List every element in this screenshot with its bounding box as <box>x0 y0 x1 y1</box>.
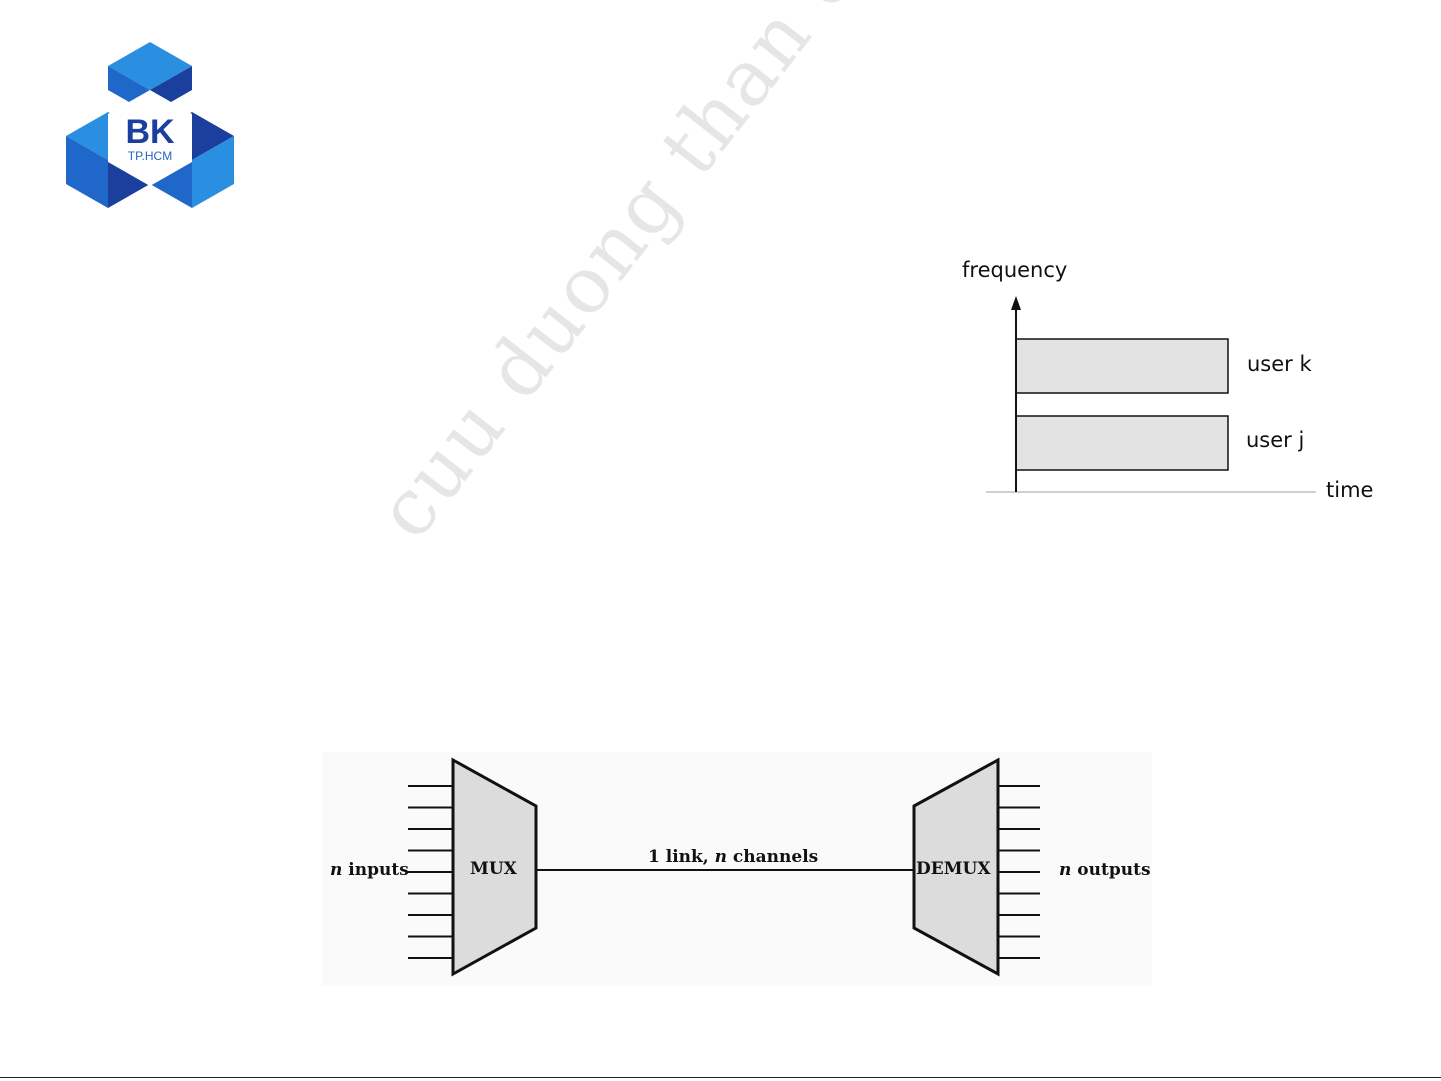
link-label-a: 1 link, <box>648 847 715 867</box>
user-j-label: user j <box>1246 428 1304 452</box>
frequency-axis-arrowhead <box>1011 296 1021 310</box>
logo-main-text: BK <box>125 113 175 151</box>
watermark: cuu duong than cong . com <box>360 0 923 555</box>
university-logo: BK TP.HCM <box>62 40 237 212</box>
mux-demux-graphic <box>322 752 1152 986</box>
time-label: time <box>1326 478 1373 502</box>
link-label-n: n <box>715 847 727 867</box>
link-label: 1 link, n channels <box>648 847 818 867</box>
outputs-label-n: n <box>1059 860 1071 880</box>
mux-label: MUX <box>470 859 517 879</box>
outputs-label-text: outputs <box>1071 860 1150 880</box>
demux-label: DEMUX <box>916 859 991 879</box>
fdm-diagram: frequency user k user j time <box>950 250 1400 520</box>
logo-sub-text: TP.HCM <box>128 149 172 163</box>
inputs-label-n: n <box>330 860 342 880</box>
link-label-b: channels <box>727 847 818 867</box>
user-j-band <box>1016 416 1228 470</box>
frequency-label: frequency <box>962 258 1067 282</box>
inputs-label-text: inputs <box>342 860 408 880</box>
bk-logo-icon: BK TP.HCM <box>62 40 237 212</box>
outputs-label: n outputs <box>1059 860 1151 880</box>
user-k-label: user k <box>1247 352 1312 376</box>
user-k-band <box>1016 339 1228 393</box>
mux-demux-diagram: MUX DEMUX 1 link, n channels n inputs n … <box>322 752 1152 986</box>
bottom-rule <box>0 1077 1441 1078</box>
inputs-label: n inputs <box>330 860 409 880</box>
